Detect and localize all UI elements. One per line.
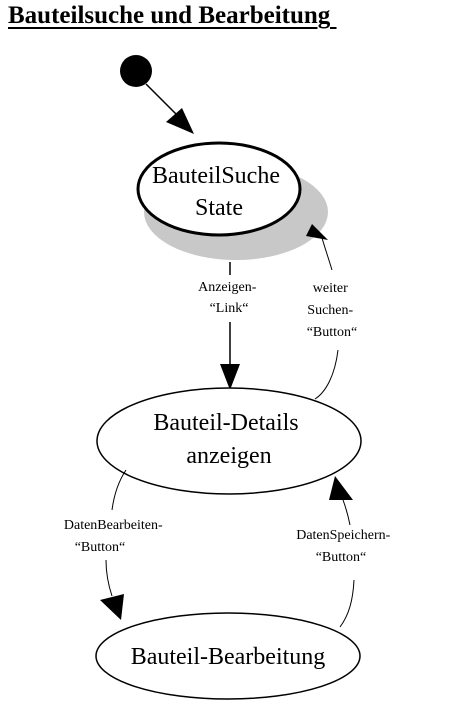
details-state-label-line1: Bauteil-Details	[153, 410, 298, 436]
edit-transition-label-line1: DatenBearbeiten-	[64, 518, 163, 533]
continue-search-curve-bottom	[314, 349, 339, 400]
show-transition-label-line2: “Link“	[210, 301, 249, 316]
details-state-label-line2: anzeigen	[186, 443, 271, 469]
search-state-label-line2: State	[195, 195, 243, 221]
continue-search-label-line1: weiter	[313, 281, 348, 296]
continue-search-label-line3: “Button“	[307, 325, 358, 340]
initial-transition-arrowhead	[166, 108, 194, 134]
save-transition-curve-top	[342, 499, 351, 526]
edit-state-label-line1: Bauteil-Bearbeitung	[131, 644, 326, 670]
continue-search-curve-top	[321, 237, 333, 271]
show-transition-arrowhead	[220, 364, 240, 390]
initial-transition-line	[145, 83, 179, 117]
edit-transition-curve-top	[111, 469, 127, 511]
edit-transition-arrowhead	[100, 594, 124, 620]
save-transition-label-line1: DatenSpeichern-	[296, 528, 390, 543]
continue-search-arrowhead	[306, 224, 328, 240]
details-state-label: Bauteil-Details anzeigen	[153, 410, 304, 469]
show-transition-label-line1: Anzeigen-	[198, 280, 257, 295]
show-transition-label: Anzeigen- “Link“	[198, 280, 260, 316]
save-transition-arrowhead	[329, 476, 353, 500]
continue-search-label-line2: Suchen-	[307, 303, 353, 318]
continue-search-label: weiter Suchen- “Button“	[307, 281, 358, 340]
diagram-title: Bauteilsuche und Bearbeitung	[8, 2, 337, 29]
search-state	[136, 141, 302, 237]
initial-state-dot	[120, 55, 152, 87]
save-transition-label-line2: “Button“	[316, 550, 367, 565]
edit-transition-label: DatenBearbeiten- “Button“	[64, 518, 166, 555]
details-state	[96, 387, 362, 495]
edit-transition-curve-bottom	[105, 559, 113, 597]
search-state-label: BauteilSuche State	[152, 163, 286, 221]
search-state-label-line1: BauteilSuche	[152, 163, 280, 189]
save-transition-label: DatenSpeichern- “Button“	[296, 528, 394, 565]
edit-transition-label-line2: “Button“	[75, 540, 126, 555]
edit-state	[95, 612, 361, 700]
save-transition-curve-bottom	[339, 579, 355, 628]
edit-state-label: Bauteil-Bearbeitung	[131, 644, 326, 670]
